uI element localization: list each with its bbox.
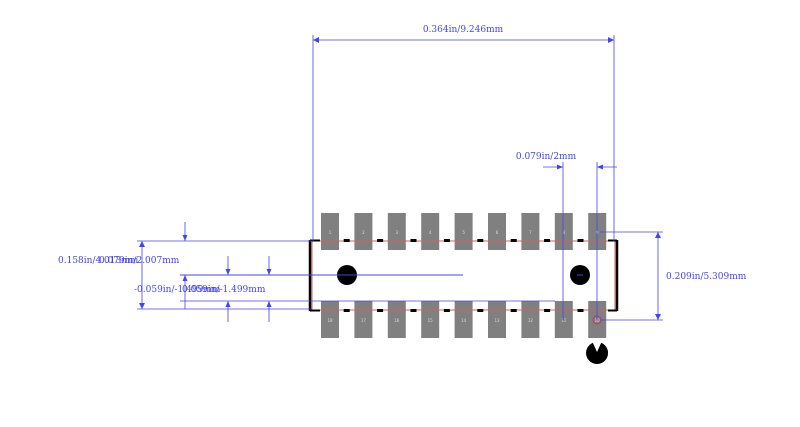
dim-offset-a-label: -0.059in/-1.499mm: [134, 285, 221, 295]
silkscreen-dashes: [343, 239, 584, 312]
silk-dash: [510, 239, 517, 242]
pad-label: 10: [595, 318, 601, 323]
dim-offset-b-label: 0.059in/-1.499mm: [182, 285, 266, 295]
pads-bottom-row: 18 17 16 15 14 13 12 11 10: [321, 301, 607, 338]
arrow-up-icon: [655, 232, 661, 238]
pad-label: 12: [528, 318, 534, 323]
arrow-left-icon: [313, 37, 319, 43]
pad-label: 16: [394, 318, 400, 323]
pad-label: 7: [529, 230, 532, 235]
silk-dash: [577, 309, 584, 312]
arrow-down-icon: [655, 314, 661, 320]
silk-dash: [544, 239, 551, 242]
pads-top-row: 1 2 3 4 5 6 7 8 9: [321, 213, 607, 250]
silk-dash: [544, 309, 551, 312]
dim-body-height-label: 0.158in/4.013mm: [58, 256, 139, 266]
arrow-down-icon: [266, 269, 272, 275]
pad-label: 8: [563, 230, 566, 235]
pad-label: 4: [429, 230, 432, 235]
pad-label: 14: [461, 318, 467, 323]
pad-label: 13: [494, 318, 500, 323]
arrow-right-icon: [557, 164, 563, 170]
dim-pad-length-label: 0.079in/2.007mm: [99, 256, 180, 266]
arrow-left-icon: [597, 164, 603, 170]
arrow-up-icon: [139, 241, 145, 247]
dim-width-label: 0.364in/9.246mm: [423, 25, 504, 35]
silk-dash: [377, 309, 384, 312]
silk-dash: [477, 309, 484, 312]
pad-label: 18: [327, 318, 333, 323]
silk-dash: [410, 239, 417, 242]
pad-label: 3: [396, 230, 399, 235]
pad-label: 17: [361, 318, 367, 323]
notch-cutout: [592, 341, 602, 352]
arrow-up-icon: [225, 301, 231, 307]
arrow-up-icon: [266, 301, 272, 307]
silk-dash: [577, 239, 584, 242]
silk-dash: [377, 239, 384, 242]
silk-dash: [510, 309, 517, 312]
arrow-up-icon: [182, 275, 188, 281]
dim-span-label: 0.209in/5.309mm: [666, 272, 747, 282]
silk-dash: [477, 239, 484, 242]
dim-pitch-label: 0.079in/2mm: [516, 152, 577, 162]
silk-dash: [410, 309, 417, 312]
pad-label: 11: [561, 318, 567, 323]
silk-dash: [343, 309, 350, 312]
pad-label: 2: [362, 230, 365, 235]
arrow-right-icon: [608, 37, 614, 43]
arrow-down-icon: [139, 303, 145, 309]
pad-label: 5: [462, 230, 465, 235]
silk-dash: [443, 239, 450, 242]
arrow-down-icon: [182, 235, 188, 241]
silk-dash: [443, 309, 450, 312]
silk-dash: [343, 239, 350, 242]
pad-label: 15: [428, 318, 434, 323]
notched-circle-icon: [586, 342, 609, 364]
arrow-down-icon: [225, 269, 231, 275]
pad-label: 9: [596, 230, 599, 235]
pad-label: 6: [496, 230, 499, 235]
pad-label: 1: [329, 230, 332, 235]
